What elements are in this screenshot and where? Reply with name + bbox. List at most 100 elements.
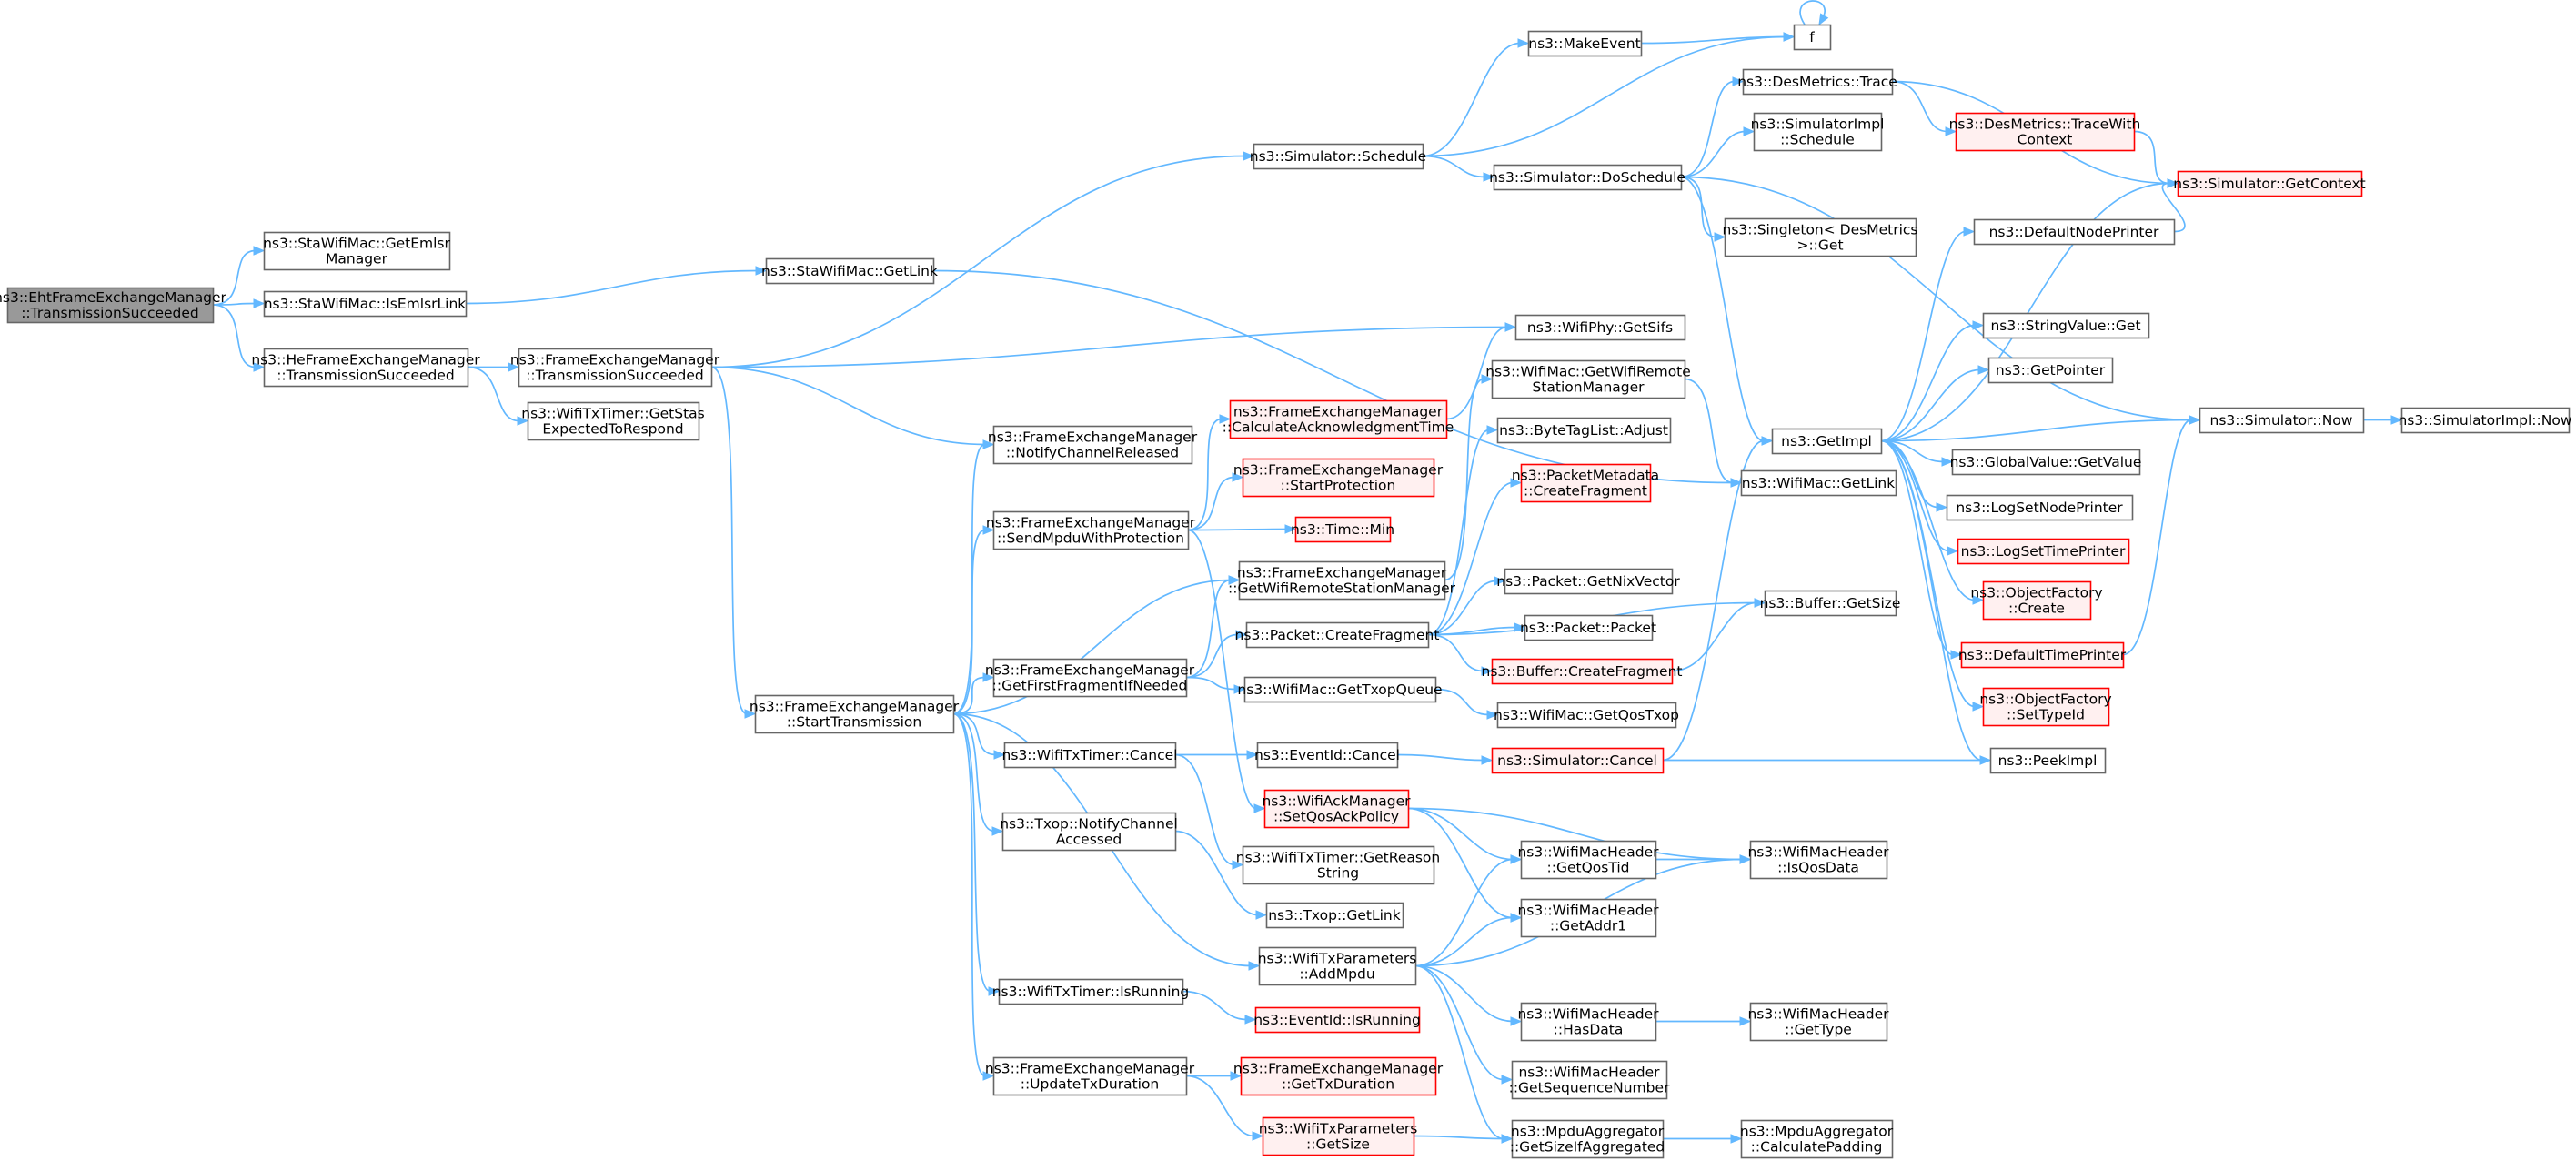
node-n57[interactable]: ns3::WifiMacHeader::GetAddr1: [1517, 898, 1659, 938]
node-n59[interactable]: ns3::WifiTxParameters::AddMpdu: [1258, 946, 1417, 986]
edge-line: [952, 579, 1232, 715]
node-box: [1520, 463, 1652, 503]
node-n25[interactable]: ns3::FrameExchangeManager::NotifyChannel…: [988, 425, 1198, 465]
edge-arrowhead: [1761, 436, 1774, 446]
node-box: [263, 231, 451, 271]
node-label: ::TransmissionSucceeded: [526, 368, 704, 384]
node-n46[interactable]: ns3::ObjectFactory::SetTypeId: [1979, 687, 2112, 727]
node-n51[interactable]: ns3::PeekImpl: [1989, 747, 2107, 774]
node-n7[interactable]: ns3::Simulator::Schedule: [1250, 143, 1426, 170]
node-n26[interactable]: ns3::ByteTagList::Adjust: [1496, 417, 1672, 444]
node-n20[interactable]: ns3::FrameExchangeManager::CalculateAckn…: [1223, 399, 1454, 439]
node-n0[interactable]: ns3::EhtFrameExchangeManager::Transmissi…: [0, 287, 227, 324]
node-n14[interactable]: ns3::Simulator::GetContext: [2173, 170, 2366, 197]
edge-arrowhead: [1233, 684, 1246, 694]
node-n36[interactable]: ns3::Packet::GetNixVector: [1496, 568, 1680, 595]
node-n50[interactable]: ns3::Simulator::Cancel: [1491, 747, 1665, 774]
edge-arrowhead: [1219, 414, 1232, 424]
node-n16[interactable]: ns3::DefaultNodePrinter: [1973, 218, 2176, 246]
node-n61[interactable]: ns3::WifiMacHeader::HasData: [1517, 1002, 1659, 1042]
node-n62[interactable]: ns3::WifiMacHeader::GetType: [1747, 1002, 1889, 1042]
node-n15[interactable]: ns3::Singleton< DesMetrics >::Get: [1723, 217, 1918, 257]
node-n23[interactable]: ns3::SimulatorImpl::Now: [2398, 407, 2572, 434]
node-n54[interactable]: ns3::WifiMacHeader::GetQosTid: [1517, 840, 1659, 880]
node-n47[interactable]: ns3::WifiMac::GetQosTxop: [1494, 702, 1679, 729]
edge-arrowhead: [1483, 172, 1495, 182]
node-n44[interactable]: ns3::FrameExchangeManager::StartTransmis…: [750, 694, 960, 734]
node-label: ::SendMpduWithProtection: [997, 530, 1184, 547]
node-box: [1262, 1116, 1415, 1156]
edge-line: [1185, 633, 1239, 679]
edge-n13-n14: [2133, 130, 2179, 188]
node-n43[interactable]: ns3::Buffer::CreateFragment: [1482, 658, 1683, 685]
node-box: [2177, 170, 2363, 197]
node-n39[interactable]: ns3::Packet::CreateFragment: [1235, 621, 1440, 649]
edge-line: [1427, 481, 1514, 636]
node-n37[interactable]: ns3::ObjectFactory::Create: [1970, 580, 2103, 621]
edge-line: [1174, 753, 1235, 866]
node-box: [1957, 538, 2130, 565]
node-label: ns3::Txop::NotifyChannel: [1000, 816, 1178, 833]
edge-n44-n53: [952, 712, 1004, 836]
node-n24[interactable]: ns3::GetImpl: [1771, 428, 1883, 455]
edge-arrowhead: [1972, 702, 1985, 712]
node-n40[interactable]: ns3::Packet::Packet: [1520, 614, 1656, 641]
edge-line: [212, 302, 257, 306]
node-n30[interactable]: ns3::WifiMac::GetLink: [1740, 469, 1897, 497]
node-n65[interactable]: ns3::FrameExchangeManager::UpdateTxDurat…: [985, 1056, 1195, 1096]
node-n8[interactable]: ns3::MakeEvent: [1527, 30, 1643, 57]
node-n6[interactable]: ns3::WifiTxTimer::GetStasExpectedToRespo…: [521, 401, 705, 441]
node-label: ::GetFirstFragmentIfNeeded: [992, 678, 1188, 694]
node-n69[interactable]: ns3::MpduAggregator::CalculatePadding: [1740, 1119, 1894, 1159]
node-n34[interactable]: ns3::LogSetTimePrinter: [1957, 538, 2130, 565]
node-n5[interactable]: ns3::FrameExchangeManager::TransmissionS…: [510, 348, 720, 388]
node-n10[interactable]: ns3::Simulator::DoSchedule: [1489, 164, 1685, 191]
node-n55[interactable]: ns3::WifiMacHeader::IsQosData: [1747, 840, 1889, 880]
node-n33[interactable]: ns3::Time::Min: [1291, 516, 1394, 543]
node-n63[interactable]: ns3::EventId::IsRunning: [1253, 1006, 1421, 1034]
node-n35[interactable]: ns3::FrameExchangeManager::GetWifiRemote…: [1228, 560, 1456, 601]
node-n42[interactable]: ns3::FrameExchangeManager::GetFirstFragm…: [985, 658, 1195, 698]
node-n22[interactable]: ns3::Simulator::Now: [2199, 407, 2365, 434]
node-n60[interactable]: ns3::WifiTxTimer::IsRunning: [992, 978, 1190, 1005]
node-label: ns3::HeFrameExchangeManager: [251, 352, 480, 368]
node-label: ns3::Simulator::DoSchedule: [1489, 169, 1685, 186]
node-n41[interactable]: ns3::DefaultTimePrinter: [1958, 641, 2127, 669]
node-n68[interactable]: ns3::MpduAggregator::GetSizeIfAggregated: [1510, 1119, 1665, 1159]
node-n4[interactable]: ns3::StaWifiMac::GetLink: [761, 257, 938, 285]
node-n19[interactable]: ns3::GetPointer: [1987, 357, 2114, 384]
node-n18[interactable]: ns3::StringValue::Get: [1982, 312, 2150, 339]
node-n67[interactable]: ns3::WifiTxParameters::GetSize: [1259, 1116, 1418, 1156]
node-n11[interactable]: ns3::DesMetrics::Trace: [1737, 68, 1897, 96]
node-n49[interactable]: ns3::EventId::Cancel: [1254, 742, 1400, 769]
node-n38[interactable]: ns3::Buffer::GetSize: [1760, 590, 1901, 617]
edge-line: [1880, 439, 1945, 463]
node-n32[interactable]: ns3::FrameExchangeManager::SendMpduWithP…: [986, 510, 1196, 550]
node-n2[interactable]: ns3::StaWifiMac::IsEmlsrLink: [263, 290, 468, 318]
node-box: [1263, 789, 1410, 829]
node-n58[interactable]: ns3::Txop::GetLink: [1265, 902, 1404, 929]
edge-n39-n26: [1427, 425, 1499, 636]
node-label: ns3::WifiTxParameters: [1259, 1121, 1418, 1137]
node-n17[interactable]: ns3::WifiPhy::GetSifs: [1514, 314, 1686, 341]
node-box: [1258, 946, 1417, 986]
node-n52[interactable]: ns3::WifiAckManager::SetQosAckPolicy: [1262, 789, 1411, 829]
node-n66[interactable]: ns3::FrameExchangeManager::GetTxDuration: [1233, 1056, 1444, 1096]
node-n3[interactable]: ns3::HeFrameExchangeManager::Transmissio…: [251, 348, 480, 388]
edge-arrowhead: [1232, 472, 1244, 482]
node-label: Manager: [326, 251, 388, 268]
node-n45[interactable]: ns3::WifiMac::GetTxopQueue: [1237, 676, 1443, 703]
node-n21[interactable]: ns3::WifiMac::GetWifiRemoteStationManage…: [1485, 359, 1691, 399]
node-n64[interactable]: ns3::WifiMacHeader::GetSequenceNumber: [1509, 1060, 1670, 1100]
node-n29[interactable]: ns3::PacketMetadata::CreateFragment: [1512, 463, 1659, 503]
node-n48[interactable]: ns3::WifiTxTimer::Cancel: [1002, 742, 1178, 769]
node-n12[interactable]: ns3::SimulatorImpl::Schedule: [1751, 112, 1885, 152]
node-n9[interactable]: f: [1793, 24, 1832, 51]
node-n31[interactable]: ns3::LogSetNodePrinter: [1946, 494, 2134, 521]
node-n28[interactable]: ns3::FrameExchangeManager::StartProtecti…: [1233, 458, 1444, 498]
node-n27[interactable]: ns3::GlobalValue::GetValue: [1950, 449, 2142, 476]
